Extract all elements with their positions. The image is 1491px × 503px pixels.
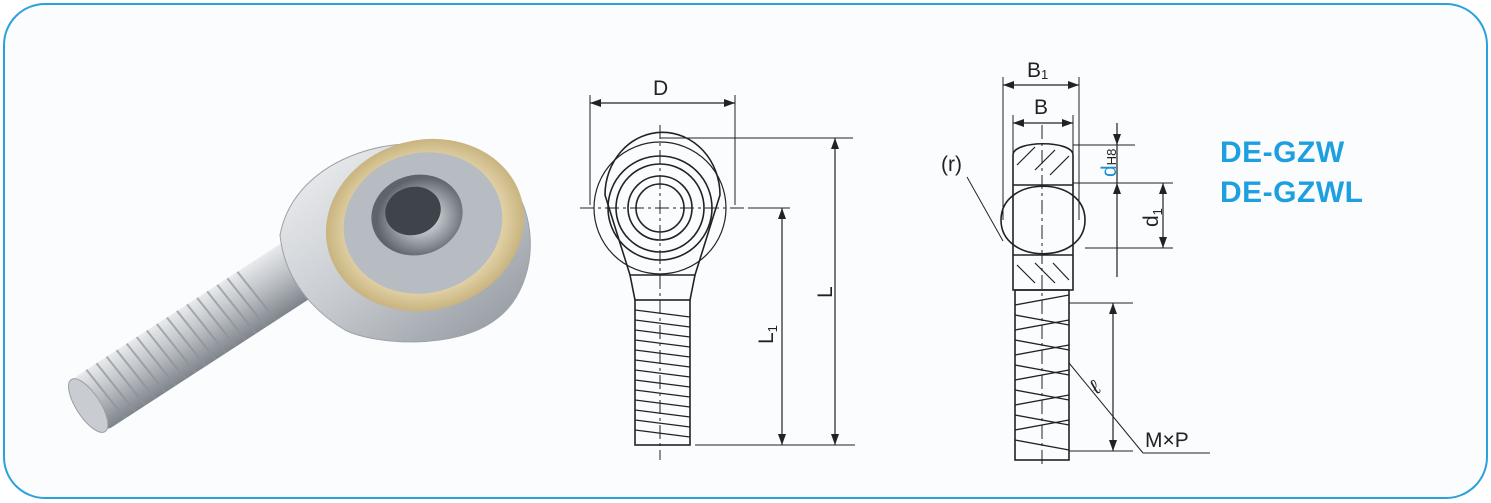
model-codes: DE-GZW DE-GZWL [1220, 133, 1363, 213]
rod-end-photo [68, 138, 531, 433]
front-view [580, 95, 855, 460]
label-radius: (r) [941, 153, 962, 176]
product-card: D L L1 B1 B (r) dH8 d1 ℓ M×P DE-GZW DE-G… [3, 3, 1488, 499]
label-dh8-group: dH8 [1098, 149, 1121, 177]
model-code-1: DE-GZW [1220, 136, 1345, 169]
side-view [966, 77, 1210, 467]
label-d1-group: d1 [1140, 208, 1165, 227]
label-dh8: dH8 [1098, 149, 1121, 177]
threaded-shank [68, 242, 318, 433]
technical-drawing: D L L1 B1 B (r) dH8 d1 ℓ M×P [580, 59, 1210, 467]
model-code-2: DE-GZWL [1220, 176, 1364, 209]
label-l1-group: L1 [755, 325, 780, 344]
label-d1: d1 [1140, 208, 1165, 227]
label-b1: B1 [1027, 59, 1048, 82]
label-thread: M×P [1145, 429, 1189, 452]
label-b: B [1034, 96, 1048, 119]
label-l: L [814, 286, 837, 298]
label-l1: L1 [755, 325, 780, 344]
label-d-width: D [653, 77, 668, 100]
